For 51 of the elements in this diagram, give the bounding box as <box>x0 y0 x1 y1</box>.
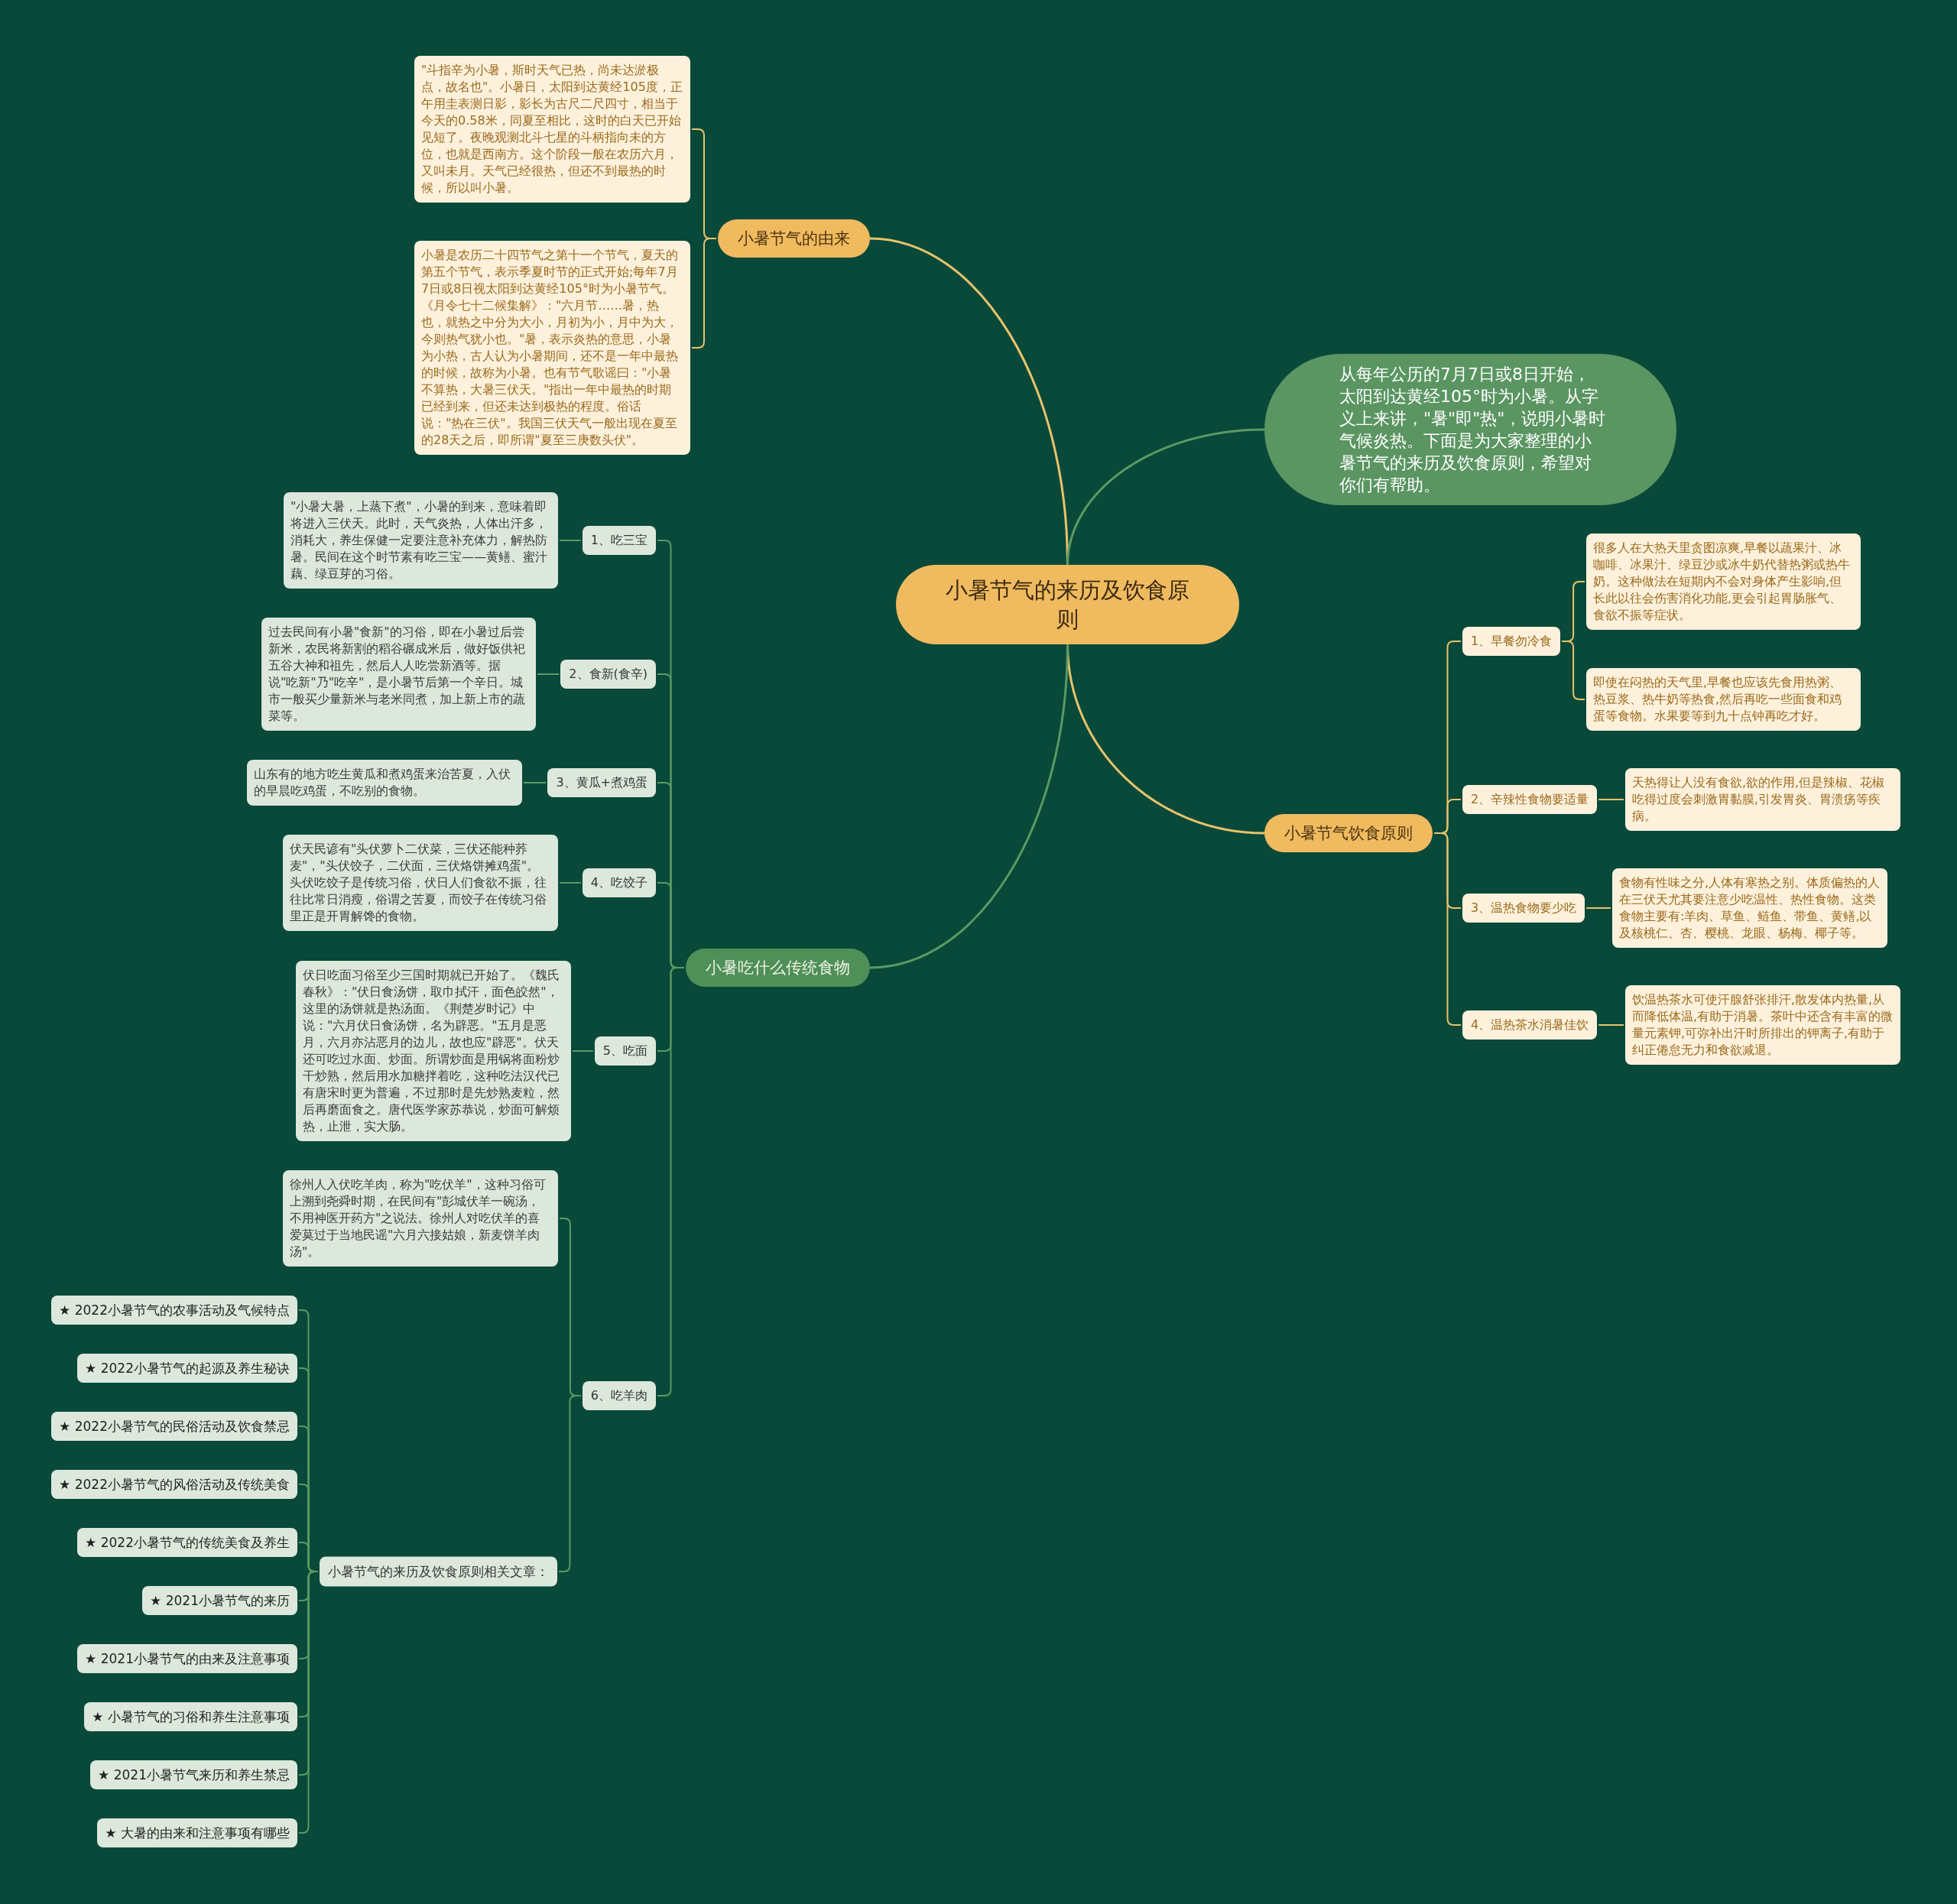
related-article-item: ★ 2022小暑节气的风俗活动及传统美食 <box>51 1470 297 1499</box>
topic-pill: 小暑节气的由来 <box>718 219 870 258</box>
note-card: 即使在闷热的天气里,早餐也应该先食用热粥、热豆浆、热牛奶等热食,然后再吃一些面食和鸡蛋等食物。水果要等到九十点钟再吃才好。 <box>1586 668 1861 731</box>
connector-line <box>1585 907 1611 909</box>
central-topic-pill: 小暑节气的来历及饮食原则 <box>896 565 1239 644</box>
related-article-item: ★ 小暑节气的习俗和养生注意事项 <box>84 1702 297 1731</box>
note-card: 饮温热茶水可使汗腺舒张排汗,散发体内热量,从而降低体温,有助于消暑。茶叶中还含有丰富的微量元素钾,可弥补出汗时所排出的钾离子,有助于纠正倦怠无力和食欲减退。 <box>1625 985 1900 1065</box>
connector-line <box>559 882 582 884</box>
subtopic-tag: 1、早餐勿冷食 <box>1462 627 1561 656</box>
connector-line <box>1598 1024 1624 1026</box>
note-card: "斗指辛为小暑，斯时天气已热，尚未达淤极点，故名也"。小暑日，太阳到达黄经105度，正午用圭表测日影，影长为古尺二尺四寸，相当于今天的0.58米，同夏至相比，这时的白天已开始见短了。夜晚观测北斗七星的斗柄指向未的方位，也就是西南方。这个阶段一般在农历六月，又叫未月。天气已经很热，但还不到最热的时候，所以叫小暑。 <box>414 56 690 203</box>
connector-line <box>1066 428 1265 566</box>
subtopic-tag: 2、食新(食辛) <box>560 660 656 689</box>
subtopic-tag: 5、吃面 <box>594 1036 656 1066</box>
topic-pill: 小暑吃什么传统食物 <box>686 949 870 987</box>
connector-line <box>559 540 582 541</box>
note-card: 徐州人入伏吃羊肉，称为"吃伏羊"，这种习俗可上溯到尧舜时期，在民间有"彭城伏羊一碗汤，不用神医开药方"之说法。徐州人对吃伏羊的喜爱莫过于当地民谣"六月六接姑娘，新麦饼羊肉汤"。 <box>283 1170 558 1267</box>
note-card: 山东有的地方吃生黄瓜和煮鸡蛋来治苦夏，入伏的早晨吃鸡蛋，不吃别的食物。 <box>247 760 522 806</box>
related-article-item: ★ 2021小暑节气来历和养生禁忌 <box>90 1760 297 1789</box>
related-article-item: ★ 2022小暑节气的农事活动及气候特点 <box>51 1296 297 1325</box>
subtopic-tag: 1、吃三宝 <box>582 526 656 555</box>
intro-bubble: 从每年公历的7月7日或8日开始，太阳到达黄经105°时为小暑。从字义上来讲，"暑"即"热"，说明小暑时气候炎热。下面是为大家整理的小暑节气的来历及饮食原则，希望对你们有帮助。 <box>1264 354 1676 505</box>
subtopic-tag: 4、吃饺子 <box>582 868 656 897</box>
note-card: 很多人在大热天里贪图凉爽,早餐以蔬果汁、冰咖啡、冰果汁、绿豆沙或冰牛奶代替热粥或热牛奶。这种做法在短期内不会对身体产生影响,但长此以往会伤害消化功能,更会引起胃肠胀气、食欲不振等症状。 <box>1586 534 1861 630</box>
note-card: "小暑大暑，上蒸下煮"，小暑的到来，意味着即将进入三伏天。此时，天气炎热，人体出汗多，消耗大，养生保健一定要注意补充体力，解热防暑。民间在这个时节素有吃三宝——黄鳝、蜜汁藕、绿豆芽的习俗。 <box>284 492 558 589</box>
subtopic-tag: 3、温热食物要少吃 <box>1462 894 1585 923</box>
note-card: 食物有性味之分,人体有寒热之别。体质偏热的人在三伏天尤其要注意少吃温性、热性食物。这类食物主要有:羊肉、草鱼、鲢鱼、带鱼、黄鳝,以及核桃仁、杏、樱桃、龙眼、杨梅、椰子等。 <box>1612 868 1887 948</box>
related-article-item: ★ 2022小暑节气的民俗活动及饮食禁忌 <box>51 1412 297 1441</box>
connector-line <box>691 238 717 349</box>
subtopic-tag: 小暑节气的来历及饮食原则相关文章： <box>320 1556 557 1587</box>
related-article-item: ★ 2022小暑节气的起源及养生秘诀 <box>77 1354 297 1383</box>
connector-line <box>869 644 1069 969</box>
note-card: 伏日吃面习俗至少三国时期就已开始了。《魏氏春秋》："伏日食汤饼，取巾拭汗，面色皎然"，这里的汤饼就是热汤面。《荆楚岁时记》中说："六月伏日食汤饼，名为辟恶。"五月是恶月，六月亦沾恶月的边儿，故也应"辟恶"。伏天还可吃过水面、炒面。所谓炒面是用锅将面粉炒干炒熟，然后用水加糖拌着吃，这种吃法汉代已有唐宋时更为普遍，不过那时是先炒熟麦粒，然后再磨面食之。唐代医学家苏恭说，炒面可解烦热，止泄，实大肠。 <box>296 961 571 1141</box>
related-article-item: ★ 2022小暑节气的传统美食及养生 <box>77 1528 297 1557</box>
connector-line <box>1598 799 1624 800</box>
subtopic-tag: 6、吃羊肉 <box>582 1381 656 1410</box>
note-card: 过去民间有小暑"食新"的习俗，即在小暑过后尝新米，农民将新割的稻谷碾成米后，做好饭供祀五谷大神和祖先，然后人人吃尝新酒等。据说"吃新"乃"吃辛"，是小暑节后第一个辛日。城市一般买少量新米与老米同煮，加上新上市的蔬菜等。 <box>261 618 536 731</box>
related-article-item: ★ 大暑的由来和注意事项有哪些 <box>97 1818 297 1847</box>
connector-line <box>572 1050 594 1052</box>
subtopic-tag: 2、辛辣性食物要适量 <box>1462 785 1598 814</box>
note-card: 伏天民谚有"头伏萝卜二伏菜，三伏还能种荞麦"，"头伏饺子，二伏面，三伏烙饼摊鸡蛋"。头伏吃饺子是传统习俗，伏日人们食欲不振，往往比常日消瘦，俗谓之苦夏，而饺子在传统习俗里正是开胃解馋的食物。 <box>283 835 558 931</box>
topic-pill: 小暑节气饮食原则 <box>1264 814 1433 852</box>
note-card: 小暑是农历二十四节气之第十一个节气，夏天的第五个节气，表示季夏时节的正式开始;每年7月7日或8日视太阳到达黄经105°时为小暑节气。《月令七十二候集解》："六月节……暑，热也，就热之中分为大小，月初为小，月中为大，今则热气犹小也。"暑，表示炎热的意思，小暑为小热，古人认为小暑期间，还不是一年中最热的时候，故称为小暑。也有节气歌谣曰："小暑不算热，大暑三伏天。"指出一年中最热的时期已经到来，但还未达到极热的程度。俗话说："热在三伏"。我国三伏天气一般出现在夏至的28天之后，即所谓"夏至三庚数头伏"。 <box>414 241 690 455</box>
connector-line <box>1433 832 1462 1026</box>
note-card: 天热得让人没有食欲,欲的作用,但是辣椒、花椒吃得过度会刺激胃黏膜,引发胃炎、胃溃疡等疾病。 <box>1625 768 1900 831</box>
subtopic-tag: 4、温热茶水消暑佳饮 <box>1462 1010 1598 1040</box>
connector-line <box>523 782 547 783</box>
subtopic-tag: 3、黄瓜+煮鸡蛋 <box>547 768 656 797</box>
connector-line <box>537 673 560 675</box>
related-article-item: ★ 2021小暑节气的由来及注意事项 <box>77 1644 297 1673</box>
related-article-item: ★ 2021小暑节气的来历 <box>142 1586 297 1615</box>
